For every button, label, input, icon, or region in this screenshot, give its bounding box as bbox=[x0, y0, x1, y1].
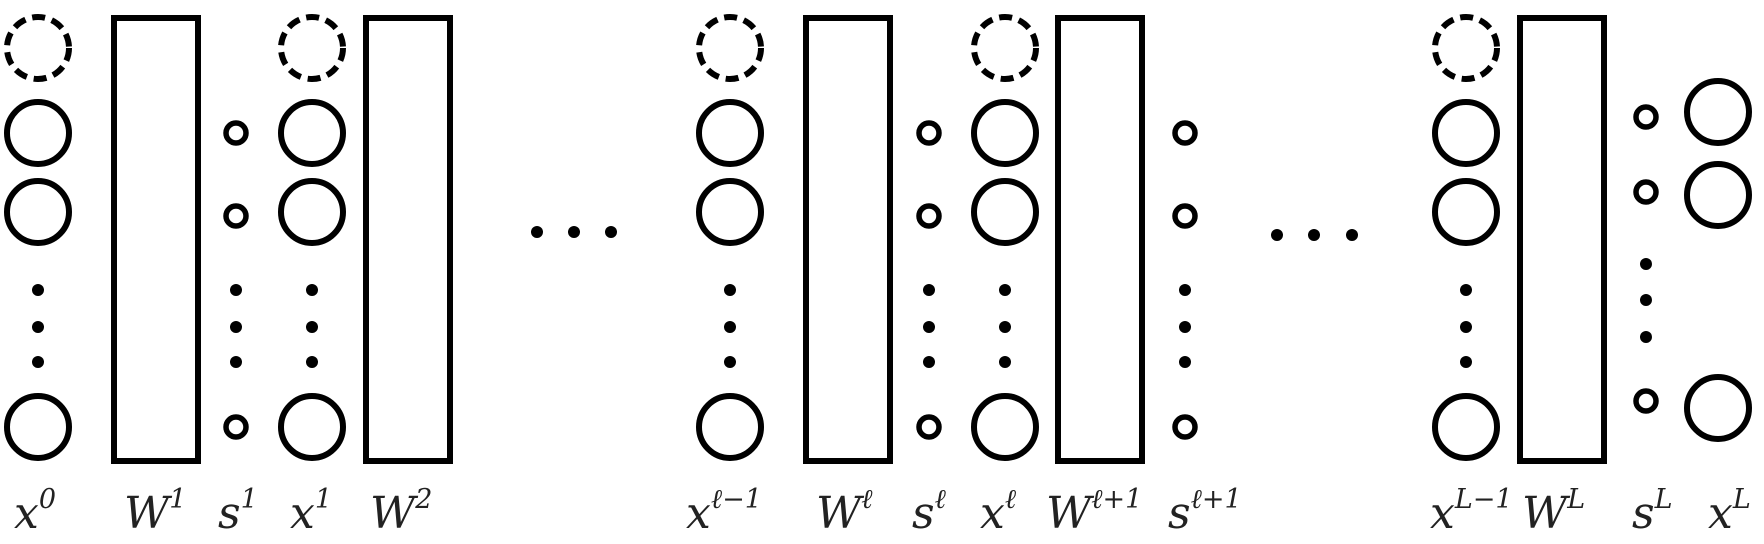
label-W-l-plus-1: Wℓ+1 bbox=[1046, 484, 1143, 539]
layer-x1-node-2 bbox=[278, 178, 346, 246]
weight-W1 bbox=[111, 15, 201, 464]
activation-s-L-ellipsis-dot-2 bbox=[1640, 294, 1652, 306]
activation-s-L-ellipsis-dot-3 bbox=[1640, 331, 1652, 343]
layer-x-L-node-1 bbox=[1684, 78, 1752, 146]
layer-x1-node-1 bbox=[278, 99, 346, 167]
layer-x-L-minus-1-ellipsis-dot-1 bbox=[1460, 284, 1472, 296]
layer-x0-node-n bbox=[4, 393, 72, 461]
activation-s-l-ellipsis-dot-3 bbox=[923, 356, 935, 368]
activation-s-L-node-n bbox=[1633, 388, 1659, 414]
h-ellipsis-2-dot-2 bbox=[1308, 229, 1320, 241]
layer-x-L-minus-1-ellipsis-dot-3 bbox=[1460, 356, 1472, 368]
label-s-L: sL bbox=[1632, 484, 1673, 539]
h-ellipsis-2-dot-3 bbox=[1346, 229, 1358, 241]
layer-x-l-bias-node bbox=[971, 14, 1039, 82]
layer-x0-node-2 bbox=[4, 178, 72, 246]
label-W2: W2 bbox=[370, 484, 433, 539]
activation-s-l-node-1 bbox=[916, 120, 942, 146]
label-x-l: xℓ bbox=[980, 484, 1017, 539]
activation-s-l-node-2 bbox=[916, 203, 942, 229]
layer-x-l-ellipsis-dot-2 bbox=[999, 321, 1011, 333]
weight-W-L bbox=[1517, 15, 1607, 464]
layer-x-l-minus-1-ellipsis-dot-3 bbox=[724, 356, 736, 368]
activation-s-l-ellipsis-dot-1 bbox=[923, 284, 935, 296]
weight-W2 bbox=[363, 15, 453, 464]
activation-s-L-node-1 bbox=[1633, 104, 1659, 130]
layer-x-l-minus-1-ellipsis-dot-1 bbox=[724, 284, 736, 296]
layer-x1-ellipsis-dot-3 bbox=[306, 356, 318, 368]
label-s-l: sℓ bbox=[912, 484, 946, 539]
layer-x1-ellipsis-dot-2 bbox=[306, 321, 318, 333]
label-x-l-minus-1: xℓ−1 bbox=[686, 484, 762, 539]
activation-s1-node-2 bbox=[223, 203, 249, 229]
layer-x-l-node-2 bbox=[971, 178, 1039, 246]
layer-x-l-node-n bbox=[971, 393, 1039, 461]
activation-s-l-plus-1-node-n bbox=[1172, 414, 1198, 440]
label-W1: W1 bbox=[124, 484, 187, 539]
layer-x1-node-n bbox=[278, 393, 346, 461]
layer-x0-node-1 bbox=[4, 99, 72, 167]
activation-s-l-ellipsis-dot-2 bbox=[923, 321, 935, 333]
activation-s-l-plus-1-ellipsis-dot-1 bbox=[1179, 284, 1191, 296]
activation-s1-ellipsis-dot-2 bbox=[230, 321, 242, 333]
layer-x-L-minus-1-node-n bbox=[1432, 393, 1500, 461]
layer-x-l-minus-1-ellipsis-dot-2 bbox=[724, 321, 736, 333]
h-ellipsis-1-dot-1 bbox=[531, 226, 543, 238]
layer-x-L-minus-1-node-2 bbox=[1432, 178, 1500, 246]
label-W-l: Wℓ bbox=[816, 484, 873, 539]
label-x1: x1 bbox=[290, 484, 333, 539]
layer-x0-ellipsis-dot-3 bbox=[32, 356, 44, 368]
h-ellipsis-2-dot-1 bbox=[1271, 229, 1283, 241]
activation-s-l-plus-1-ellipsis-dot-3 bbox=[1179, 356, 1191, 368]
layer-x-L-node-2 bbox=[1684, 161, 1752, 229]
weight-W-l bbox=[803, 15, 893, 464]
layer-x1-ellipsis-dot-1 bbox=[306, 284, 318, 296]
label-x0: x0 bbox=[14, 484, 57, 539]
layer-x0-bias-node bbox=[4, 14, 72, 82]
layer-x-L-node-n bbox=[1684, 374, 1752, 442]
activation-s1-ellipsis-dot-3 bbox=[230, 356, 242, 368]
activation-s1-ellipsis-dot-1 bbox=[230, 284, 242, 296]
label-W-L: WL bbox=[1522, 484, 1586, 539]
weight-W-l-plus-1 bbox=[1055, 15, 1145, 464]
activation-s-l-plus-1-node-2 bbox=[1172, 203, 1198, 229]
layer-x-L-minus-1-node-1 bbox=[1432, 99, 1500, 167]
layer-x-l-minus-1-node-2 bbox=[696, 178, 764, 246]
layer-x-L-minus-1-ellipsis-dot-2 bbox=[1460, 321, 1472, 333]
layer-x-l-ellipsis-dot-3 bbox=[999, 356, 1011, 368]
layer-x-l-minus-1-bias-node bbox=[696, 14, 764, 82]
label-x-L: xL bbox=[1708, 484, 1751, 539]
label-s1: s1 bbox=[218, 484, 258, 539]
layer-x-l-minus-1-node-n bbox=[696, 393, 764, 461]
activation-s-l-node-n bbox=[916, 414, 942, 440]
layer-x-l-ellipsis-dot-1 bbox=[999, 284, 1011, 296]
activation-s-l-plus-1-ellipsis-dot-2 bbox=[1179, 321, 1191, 333]
layer-x-l-minus-1-node-1 bbox=[696, 99, 764, 167]
activation-s1-node-1 bbox=[223, 120, 249, 146]
label-x-L-minus-1: xL−1 bbox=[1430, 484, 1513, 539]
label-s-l-plus-1: sℓ+1 bbox=[1168, 484, 1242, 539]
h-ellipsis-1-dot-2 bbox=[568, 226, 580, 238]
h-ellipsis-1-dot-3 bbox=[605, 226, 617, 238]
layer-x0-ellipsis-dot-2 bbox=[32, 321, 44, 333]
activation-s-L-node-2 bbox=[1633, 179, 1659, 205]
layer-x-l-node-1 bbox=[971, 99, 1039, 167]
layer-x1-bias-node bbox=[278, 14, 346, 82]
activation-s1-node-n bbox=[223, 414, 249, 440]
layer-x-L-minus-1-bias-node bbox=[1432, 14, 1500, 82]
activation-s-l-plus-1-node-1 bbox=[1172, 120, 1198, 146]
layer-x0-ellipsis-dot-1 bbox=[32, 284, 44, 296]
activation-s-L-ellipsis-dot-1 bbox=[1640, 258, 1652, 270]
